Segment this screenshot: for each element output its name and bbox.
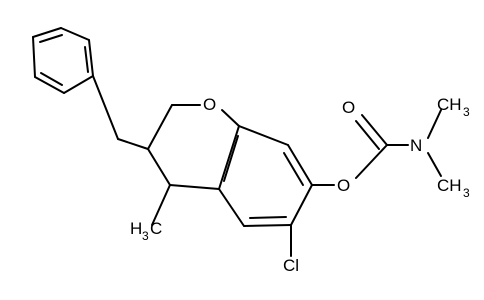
n-methyl-top-text: CH (437, 95, 462, 114)
c-methyl-c: C (150, 219, 162, 238)
double-bond-inner (39, 34, 63, 43)
bond (243, 224, 292, 227)
bond (32, 36, 36, 78)
bond (147, 148, 171, 186)
bond (290, 184, 313, 226)
bond (218, 125, 240, 190)
bond (355, 144, 388, 179)
carbonyl-double-bond (361, 114, 388, 146)
double-bond-inner (223, 135, 239, 182)
bond (60, 27, 90, 41)
carbamate-group (311, 109, 442, 186)
bond (287, 144, 313, 186)
chroman-saturated-ring (92, 75, 240, 226)
bond (169, 184, 220, 190)
bond (221, 109, 240, 127)
ring-oxygen-label: O (203, 95, 216, 114)
c-methyl-subscript: 3 (142, 229, 149, 243)
bond (92, 75, 119, 140)
double-bond-inner (40, 72, 63, 86)
n-methyl-bottom-subscript: 3 (463, 186, 470, 200)
chroman-aromatic-ring (218, 125, 313, 227)
n-methyl-bottom-label: CH 3 (437, 176, 470, 200)
c-methyl-label: H 3 C (130, 219, 162, 243)
double-bond-inner (249, 216, 287, 219)
carbonyl-double-bond (355, 120, 380, 150)
bond (238, 125, 289, 146)
phenyl-ring (32, 27, 94, 94)
ester-oxygen-label: O (337, 176, 350, 195)
chlorine-label: Cl (283, 256, 299, 275)
bond (427, 152, 442, 177)
double-bond-inner (283, 152, 304, 186)
bond (88, 39, 94, 77)
c-methyl-h: H (130, 219, 142, 238)
amide-nitrogen-label: N (410, 136, 422, 155)
n-methyl-bottom-text: CH (437, 176, 462, 195)
bond (218, 188, 245, 227)
n-methyl-top-subscript: 3 (463, 105, 470, 119)
double-bond-inner (84, 46, 89, 73)
bond (147, 104, 173, 150)
bond (151, 184, 171, 226)
bond (32, 27, 62, 38)
bond (427, 109, 442, 139)
bond (63, 75, 94, 94)
bond (34, 76, 65, 94)
carbonyl-oxygen-label: O (342, 98, 355, 117)
bond (117, 138, 149, 150)
n-methyl-top-label: CH 3 (437, 95, 470, 119)
